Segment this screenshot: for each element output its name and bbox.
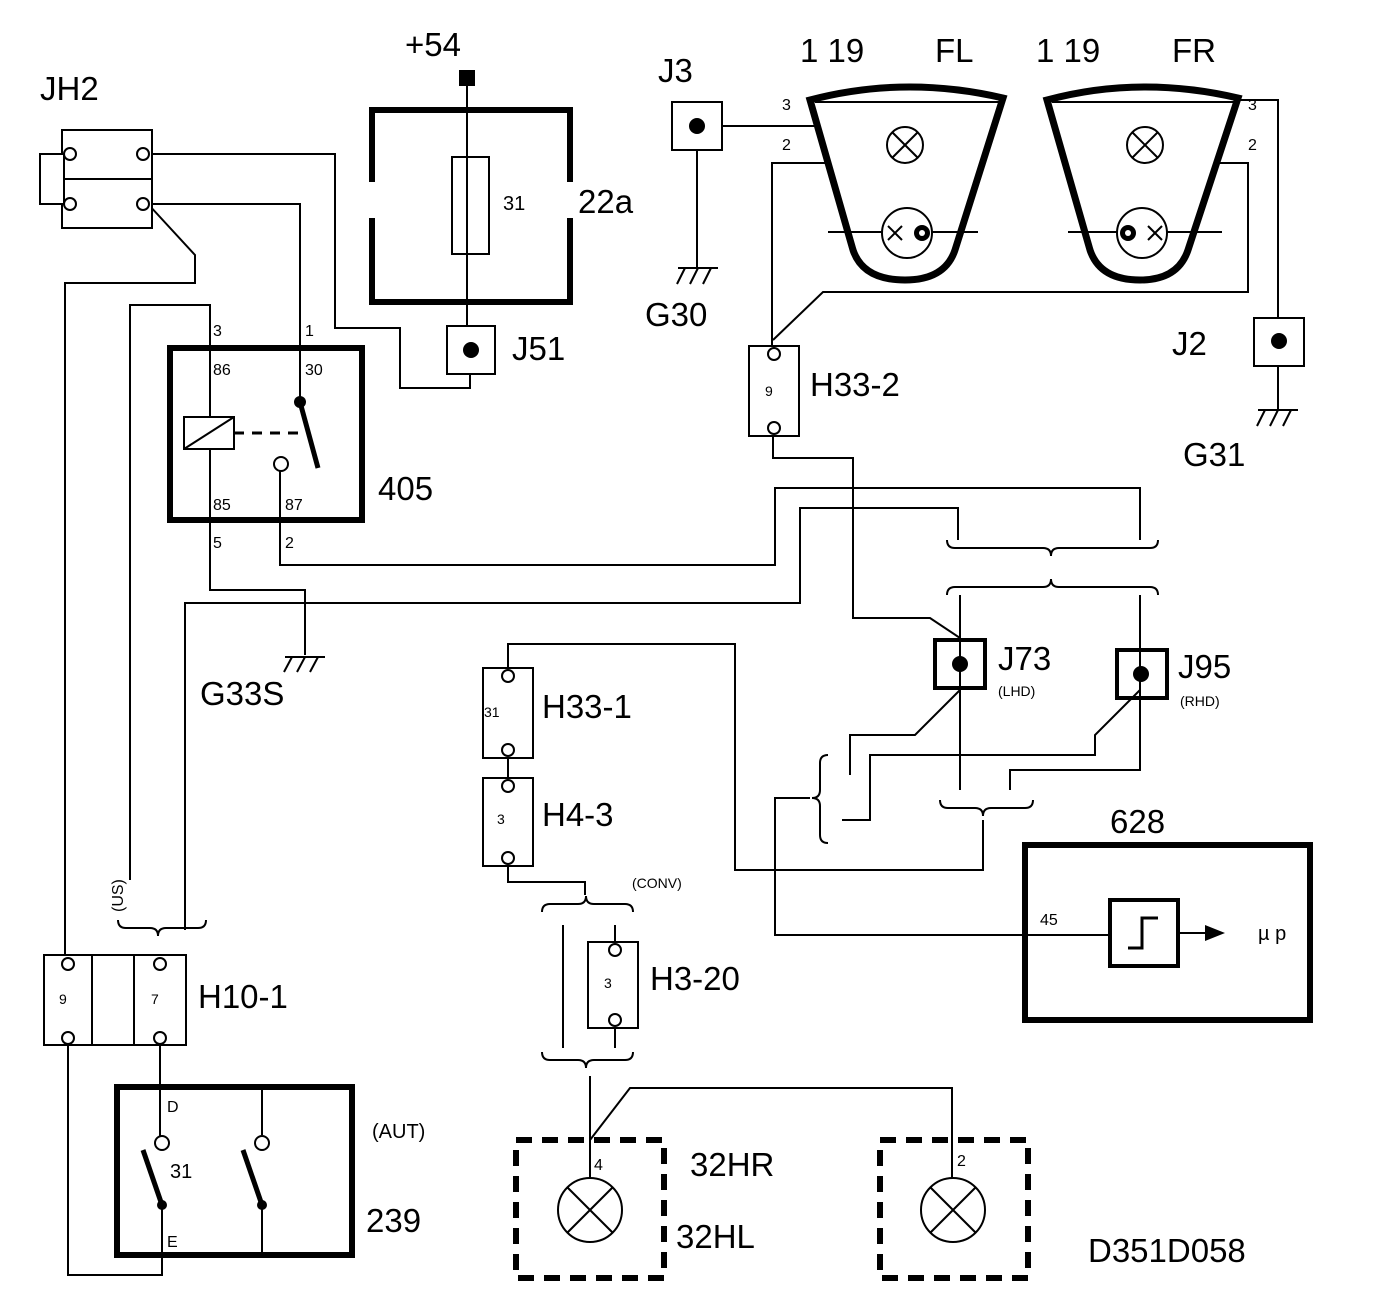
fl-label: FL — [935, 32, 974, 69]
j51-terminal: J51 — [446, 325, 565, 375]
relay-wire-1: 1 — [305, 323, 314, 340]
switch-d-label: D — [167, 1099, 179, 1116]
fr-label: FR — [1172, 32, 1216, 69]
fl-pin3: 3 — [782, 97, 791, 114]
fr-pin2: 2 — [1248, 137, 1257, 154]
switch-e-label: E — [167, 1234, 178, 1251]
relay-label: 405 — [378, 470, 433, 507]
h33-1-label: H33-1 — [542, 688, 632, 725]
g30-ground: G30 — [645, 267, 718, 333]
fuse-box-22a: +54 31 22a — [369, 26, 634, 326]
lamp-pin2: 2 — [957, 1153, 966, 1170]
lamp-right: 2 — [877, 1137, 1031, 1281]
conv-label: (CONV) — [632, 875, 682, 891]
relay-wire-2: 2 — [285, 535, 294, 552]
j3-label: J3 — [658, 52, 693, 89]
h33-2-label: H33-2 — [810, 366, 900, 403]
h10-1-pin9: 9 — [59, 991, 67, 1007]
lamp-pin4: 4 — [594, 1157, 603, 1174]
switch-239: D 31 E (AUT) 239 — [114, 1084, 425, 1258]
lamp-hl-label: 32HL — [676, 1218, 755, 1255]
switch-31-label: 31 — [170, 1161, 192, 1183]
ecu-output: µ p — [1258, 923, 1286, 945]
lamp-hr-label: 32HR — [690, 1146, 774, 1183]
h3-20-connector: 3 H3-20 — [587, 941, 740, 1029]
h3-20-label: H3-20 — [650, 960, 740, 997]
relay-405: 3 1 86 30 85 87 5 2 405 — [167, 323, 433, 552]
g31-label: G31 — [1183, 436, 1245, 473]
headlamp-fr: 3 2 1 19 FR — [1036, 32, 1257, 284]
relay-pin-87: 87 — [285, 497, 303, 514]
fuse-box-label: 22a — [578, 183, 634, 220]
jh2-connector: JH2 — [39, 70, 153, 229]
lamp-32hr: 4 32HR 32HL — [513, 1137, 774, 1281]
braces — [117, 539, 1159, 1069]
h4-3-connector: 3 H4-3 — [482, 777, 614, 867]
fr-pin3: 3 — [1248, 97, 1257, 114]
lhd-label: (LHD) — [998, 683, 1035, 699]
rhd-label: (RHD) — [1180, 693, 1220, 709]
fl-number: 1 19 — [800, 32, 864, 69]
drawing-number: D351D058 — [1088, 1232, 1246, 1269]
relay-wire-5: 5 — [213, 535, 222, 552]
h10-1-pin7: 7 — [151, 991, 159, 1007]
headlamp-fl: 3 2 1 19 FL — [782, 32, 1008, 284]
h4-3-label: H4-3 — [542, 796, 614, 833]
h33-1-connector: 31 H33-1 — [482, 667, 632, 759]
j2-terminal: J2 — [1172, 317, 1305, 367]
fuse-pin-label: 31 — [503, 193, 525, 215]
fl-pin2: 2 — [782, 137, 791, 154]
relay-pin-30: 30 — [305, 362, 323, 379]
plus54-label: +54 — [405, 26, 461, 63]
h3-20-pin: 3 — [604, 975, 612, 991]
aut-label: (AUT) — [372, 1121, 425, 1143]
g31-ground: G31 — [1183, 409, 1298, 473]
j73-terminal: J73 (LHD) — [933, 638, 1051, 699]
j51-label: J51 — [512, 330, 565, 367]
relay-pin-85: 85 — [213, 497, 231, 514]
j95-terminal: J95 (RHD) — [1115, 648, 1231, 709]
h33-2-pin: 9 — [765, 383, 773, 399]
g33s-ground: G33S — [200, 656, 325, 712]
j73-label: J73 — [998, 640, 1051, 677]
j95-label: J95 — [1178, 648, 1231, 685]
relay-pin-86: 86 — [213, 362, 231, 379]
h10-1-label: H10-1 — [198, 978, 288, 1015]
relay-wire-3: 3 — [213, 323, 222, 340]
ecu-label: 628 — [1110, 803, 1165, 840]
fr-number: 1 19 — [1036, 32, 1100, 69]
h10-1-connector: 9 7 H10-1 — [43, 954, 288, 1046]
j3-terminal: J3 — [658, 52, 723, 151]
g33s-label: G33S — [200, 675, 284, 712]
g30-label: G30 — [645, 296, 707, 333]
h33-1-pin: 31 — [484, 704, 500, 720]
ecu-628: 45 µ p 628 — [1022, 803, 1313, 1023]
switch-label: 239 — [366, 1202, 421, 1239]
h4-3-pin: 3 — [497, 811, 505, 827]
j2-label: J2 — [1172, 325, 1207, 362]
ecu-pin: 45 — [1040, 912, 1058, 929]
us-label: (US) — [110, 879, 127, 912]
jh2-label: JH2 — [40, 70, 99, 107]
h33-2-connector: 9 H33-2 — [748, 345, 900, 437]
